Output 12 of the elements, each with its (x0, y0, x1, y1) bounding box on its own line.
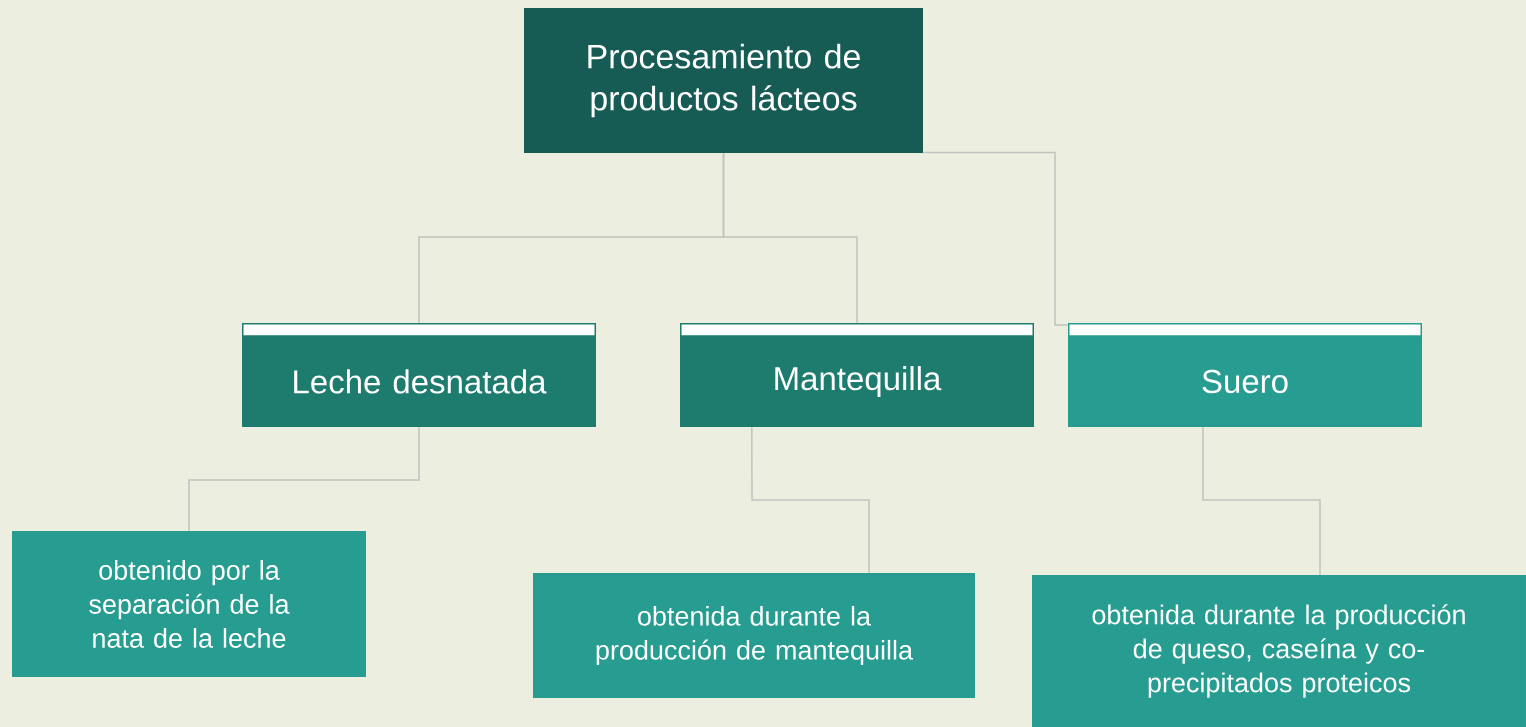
description-box: obtenido por la separación de la nata de la leche (12, 531, 366, 677)
category-box: Leche desnatada (242, 323, 596, 427)
category-box: Mantequilla (680, 323, 1034, 427)
connector-line (922, 151, 1069, 326)
title-box: Procesamiento de productos lácteos (524, 8, 923, 153)
category-box: Suero (1068, 323, 1422, 427)
connector-line (1202, 426, 1321, 576)
connector-line (188, 426, 420, 532)
connector-line (751, 426, 870, 574)
description-box: obtenida durante la producción de queso, caseína y co-precipitados proteicos (1032, 575, 1526, 727)
connector-line (722, 152, 858, 324)
description-box: obtenida durante la producción de mantequilla (533, 573, 975, 698)
